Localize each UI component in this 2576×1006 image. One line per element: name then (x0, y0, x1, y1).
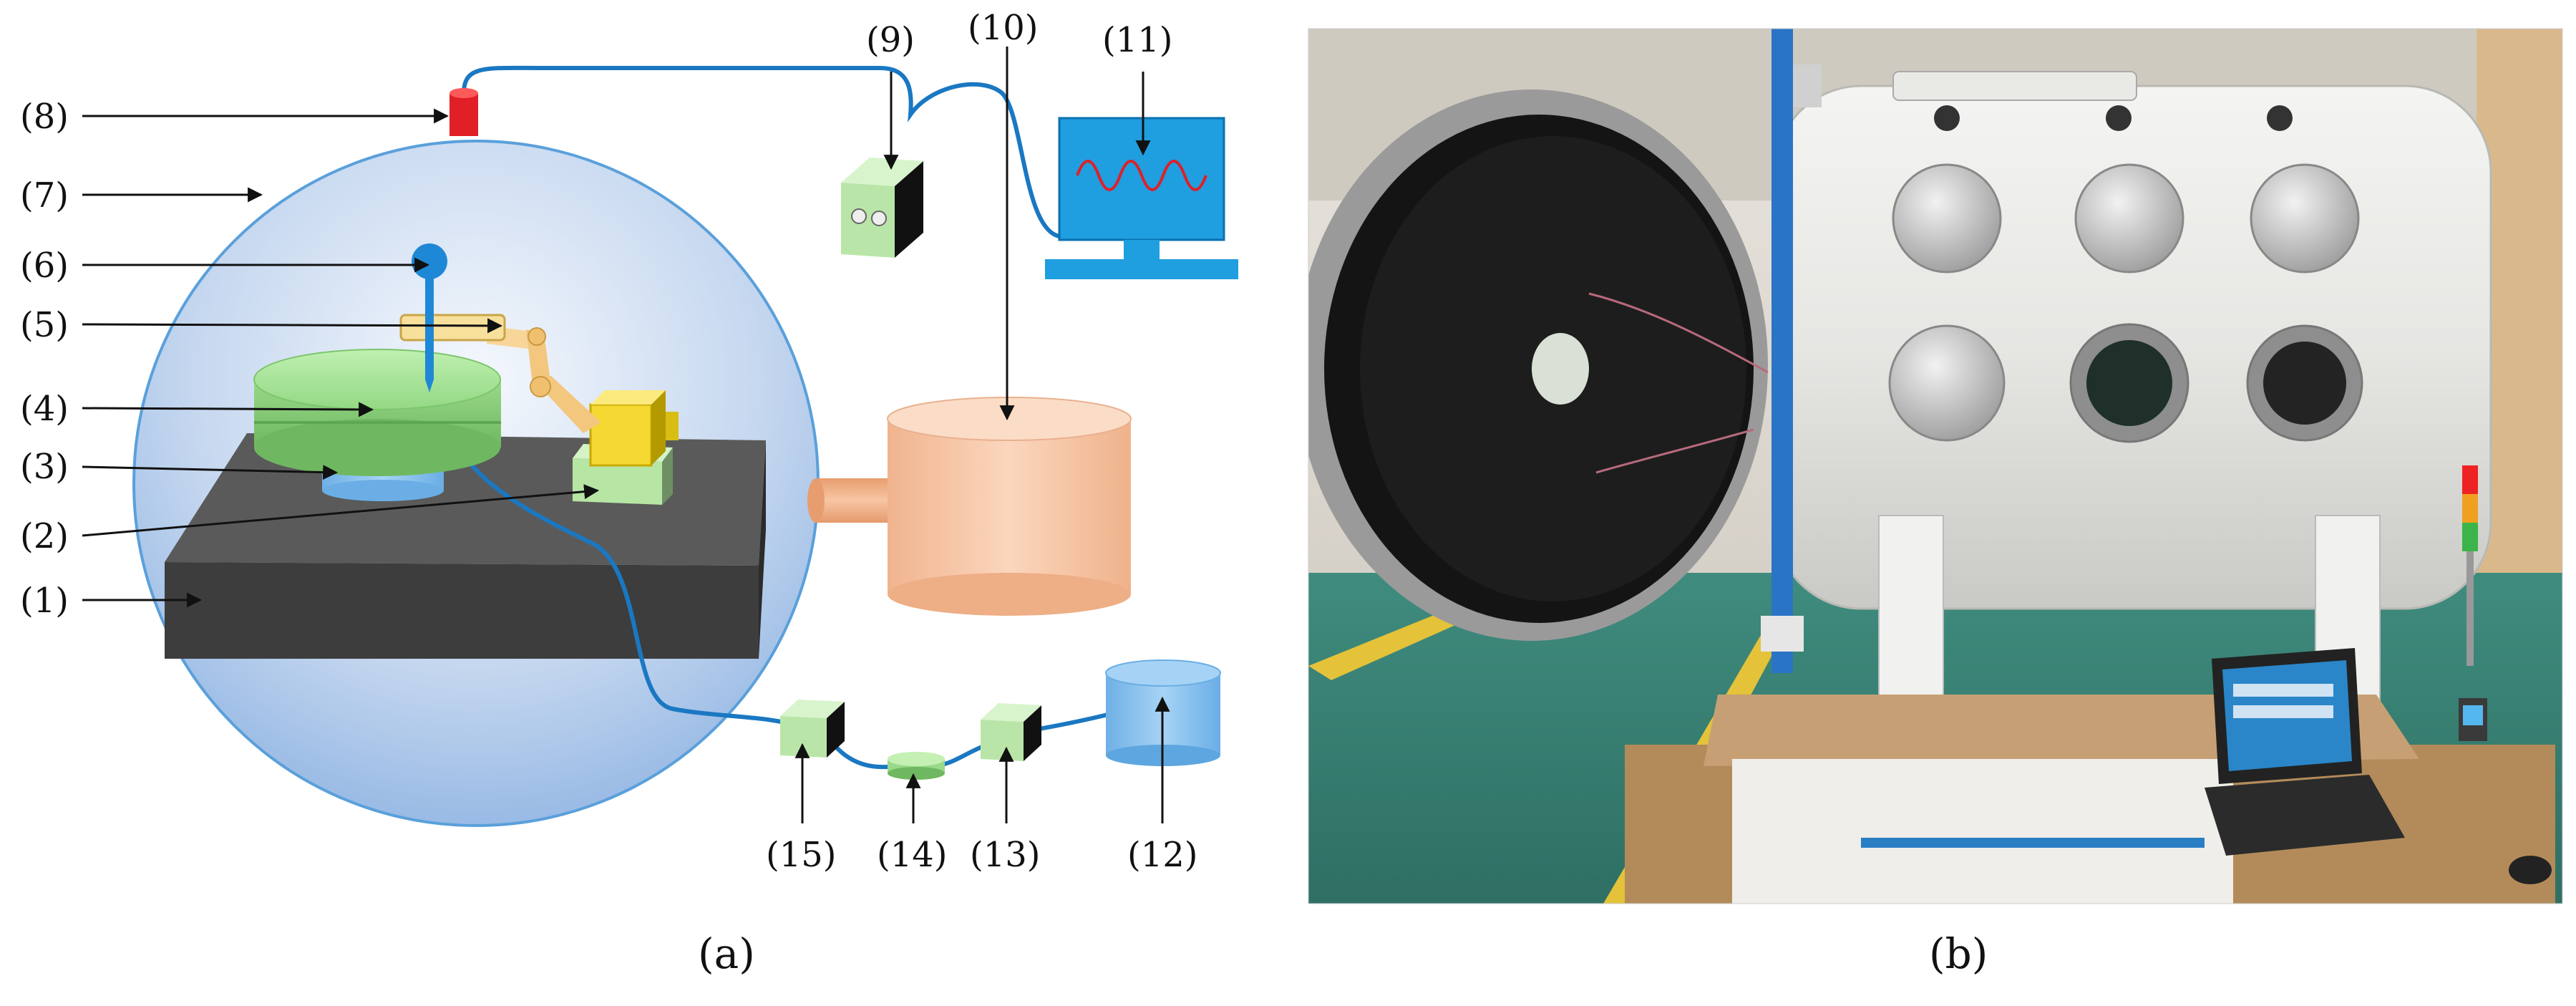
gas-valve-box-15 (780, 700, 845, 758)
chamber-door (1308, 29, 1822, 673)
pressure-sensor (449, 88, 478, 136)
label-10: (10) (968, 8, 1039, 48)
signal-light (2462, 465, 2478, 666)
label-12: (12) (1127, 835, 1198, 875)
label-3: (3) (20, 447, 69, 487)
leader-arrows (82, 47, 1170, 823)
label-14: (14) (877, 835, 948, 875)
label-5: (5) (20, 305, 69, 345)
gas-valve-box-13 (981, 703, 1041, 761)
panel-b-caption: (b) (1929, 929, 1988, 978)
arm-motor (589, 390, 679, 467)
vacuum-tank (887, 397, 1132, 616)
panel-a: (1) (2) (3) (4) (5) (6) (7) (8) (9) (10)… (20, 8, 1238, 978)
top-flanges (1892, 105, 2360, 274)
label-1: (1) (20, 581, 69, 621)
label-7: (7) (20, 175, 69, 216)
label-2: (2) (20, 516, 69, 556)
gas-line (832, 710, 1117, 770)
computer-monitor (1045, 117, 1238, 279)
label-13: (13) (970, 835, 1041, 875)
laptop (2205, 648, 2405, 856)
label-11: (11) (1102, 20, 1173, 60)
flow-meter-disk-14 (888, 752, 945, 780)
panel-b-photo: (b) (1308, 28, 2563, 978)
sensor-cable (462, 65, 1102, 238)
label-15: (15) (766, 835, 837, 875)
label-8: (8) (20, 97, 69, 137)
label-4: (4) (20, 389, 69, 429)
robotic-arm (399, 314, 601, 433)
label-6: (6) (20, 246, 69, 286)
viewport-flanges (1888, 323, 2363, 443)
label-9: (9) (866, 20, 915, 60)
panel-a-caption: (a) (698, 929, 755, 978)
signal-amplifier-box (841, 158, 923, 258)
rotating-disk (253, 349, 501, 476)
ground-cable (467, 460, 788, 725)
